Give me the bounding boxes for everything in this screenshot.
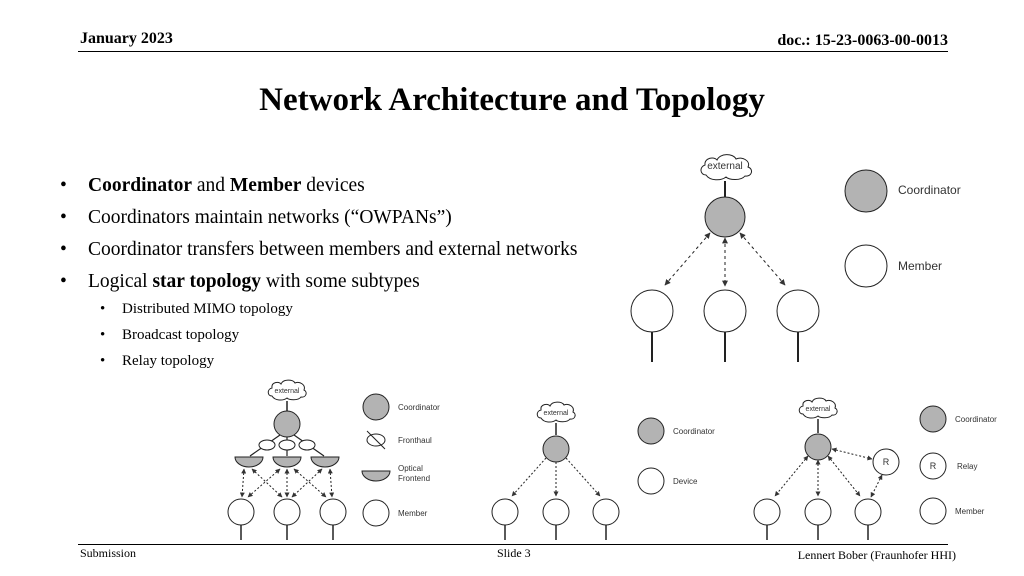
cloud-icon [700,154,753,181]
cloud-label: external [275,388,300,395]
coordinator-node [542,435,570,463]
legend-member-symbol [844,244,888,288]
legend-coordinator-symbol [362,393,390,421]
member-node [776,289,820,333]
header-rule [78,51,948,52]
legend-coordinator-symbol [637,417,665,445]
cloud-icon [536,401,576,423]
legend-coordinator-symbol [919,405,947,433]
cloud-label: external [806,406,831,413]
cloud-label: external [544,410,569,417]
legend-member-label: Member [898,259,942,273]
bullet-item: Logical star topology with some subtypes [60,266,578,298]
legend-member-label: Member [398,509,428,518]
header-date: January 2023 [80,30,173,47]
member-node [273,498,301,526]
legend-coordinator-label: Coordinator [955,415,997,424]
slide-title: Network Architecture and Topology [259,82,765,118]
relay-diagram [753,397,947,540]
relay-node [872,448,900,476]
member-node [804,498,832,526]
cloud-icon [798,397,838,419]
member-node [630,289,674,333]
legend-optical-frontend-symbol [361,470,391,482]
member-node [319,498,347,526]
optical-frontend-symbol [272,456,302,468]
fronthaul-symbol [258,439,276,451]
coordinator-node [704,196,746,238]
sub-bullet-list: Distributed MIMO topology Broadcast topo… [100,296,293,374]
main-star-diagram [630,154,888,362]
device-node [491,498,519,526]
device-node [592,498,620,526]
fronthaul-symbol [298,439,316,451]
bullet-item: Coordinator and Member devices [60,170,578,202]
legend-device-label: Device [673,477,698,486]
mimo-diagram [227,379,391,540]
bullet-item: Coordinators maintain networks (“OWPANs”… [60,202,578,234]
legend-relay-label: Relay [957,462,977,471]
footer-rule [78,544,948,545]
header-doc-number: doc.: 15-23-0063-00-0013 [777,32,948,49]
footer-author: Lennert Bober (Fraunhofer HHI) [797,548,956,562]
fronthaul-symbol [278,439,296,451]
legend-fronthaul-label: Fronthaul [398,436,432,445]
optical-frontend-symbol [234,456,264,468]
legend-coordinator-label: Coordinator [673,427,715,436]
sub-bullet-item: Relay topology [100,348,293,374]
legend-member-symbol [362,499,390,527]
member-node [703,289,747,333]
legend-relay-symbol [919,452,947,480]
member-node [227,498,255,526]
member-node [854,498,882,526]
cloud-label: external [707,161,743,172]
optical-frontend-symbol [310,456,340,468]
footer-slide-number: Slide 3 [497,546,531,560]
legend-coordinator-symbol [844,169,888,213]
legend-member-symbol [919,497,947,525]
member-node [753,498,781,526]
relay-node-label: R [883,457,890,467]
footer-submission: Submission [80,546,137,560]
legend-coordinator-label: Coordinator [398,403,440,412]
coordinator-node [273,410,301,438]
sub-bullet-item: Distributed MIMO topology [100,296,293,322]
legend-relay-letter: R [930,461,937,471]
legend-frontend-label: Frontend [398,474,430,483]
bullet-item: Coordinator transfers between members an… [60,234,578,266]
sub-bullet-item: Broadcast topology [100,322,293,348]
broadcast-diagram [491,401,665,540]
device-node [542,498,570,526]
coordinator-node [804,433,832,461]
legend-member-label: Member [955,507,985,516]
cloud-icon [267,379,307,401]
legend-optical-label: Optical [398,464,423,473]
bullet-list: Coordinator and Member devices Coordinat… [60,170,578,298]
legend-coordinator-label: Coordinator [898,183,961,197]
legend-device-symbol [637,467,665,495]
